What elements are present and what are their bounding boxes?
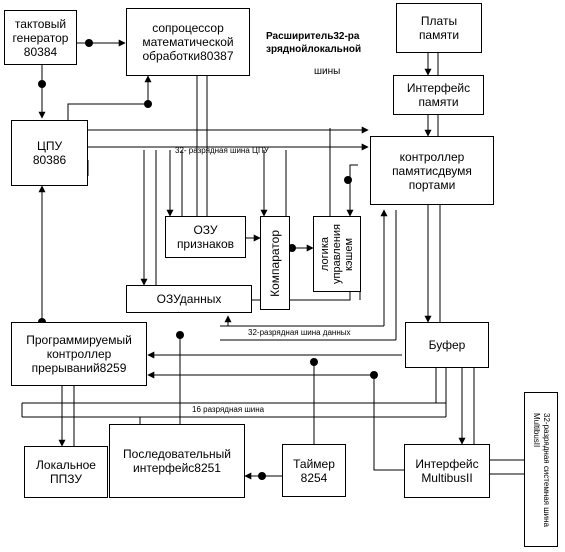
controller-to-cache <box>346 164 358 217</box>
local-rom-block: Локальное ППЗУ <box>24 446 108 498</box>
junction-dot <box>370 371 378 379</box>
system-bus-block: 32-разрядная системная шина MultibusII <box>524 392 558 547</box>
bus16-label: 16 разрядная шина <box>192 405 265 414</box>
tag-ram-block: ОЗУ признаков <box>165 216 246 258</box>
cache-logic-block: логика управления кэшем <box>313 216 361 292</box>
pic-multibus-line <box>373 375 404 471</box>
junction-dot <box>344 176 352 184</box>
junction-dot <box>288 244 296 252</box>
junction-dot <box>310 358 318 366</box>
comparator-block: Компаратор <box>260 216 290 310</box>
comparator-label: Компаратор <box>268 229 282 297</box>
cpu-block: ЦПУ 80386 <box>11 120 88 186</box>
memory-controller-block: контроллер памятисдвумя портами <box>370 136 494 205</box>
system-bus-label: 32-разрядная системная шина MultibusII <box>532 412 551 527</box>
data-bus-label: 32-разрядная шина данных <box>248 328 351 337</box>
timer-block: Таймер 8254 <box>282 444 346 497</box>
junction-dot <box>258 472 266 480</box>
coprocessor-block: сопроцессор математической обработки8038… <box>126 8 250 76</box>
serial-interface-block: Последовательный интерфейс8251 <box>109 424 245 498</box>
buffer-block: Буфер <box>405 322 489 368</box>
memory-boards-block: Платы памяти <box>396 3 482 53</box>
junction-dot <box>144 100 152 108</box>
multibus-interface-block: Интерфейс MultibusII <box>404 444 490 498</box>
memory-interface-block: Интерфейс памяти <box>393 75 484 115</box>
cache-logic-label: логика управления кэшем <box>319 224 355 284</box>
expander-title: Расширитель32-ра зряднойлокальной <box>266 31 362 55</box>
clock-generator-block: тактовый генератор 80384 <box>4 10 77 65</box>
junction-dot <box>38 80 46 88</box>
cpu-bus-label: 32- разрядная шина ЦПУ <box>175 146 269 155</box>
data-ram-block: ОЗУданных <box>126 285 252 313</box>
interrupt-controller-block: Программируемый контроллер прерываний825… <box>11 322 147 386</box>
junction-dot <box>176 331 184 339</box>
cpu-to-coprocessor-line <box>67 75 152 120</box>
expander-bus-label: шины <box>314 66 341 77</box>
junction-dot <box>85 39 93 47</box>
